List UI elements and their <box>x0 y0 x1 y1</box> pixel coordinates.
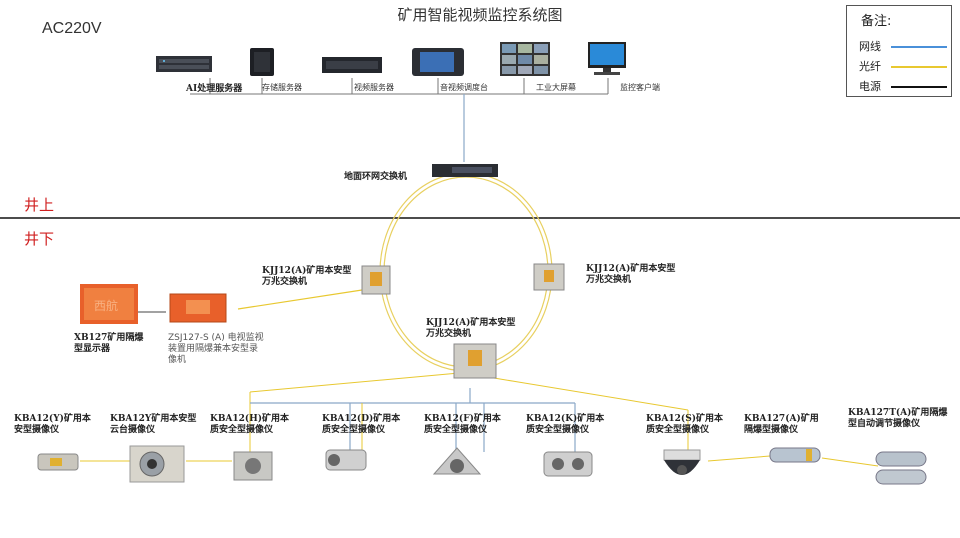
camera-label-f: KBA12(F)矿用本质安全型摄像仪 <box>424 414 501 435</box>
ring-switch-right-label: KJJ12(A)矿用本安型万兆交换机 <box>586 264 676 285</box>
camera-ptz-icon <box>128 444 186 484</box>
server-label-storage: 存储服务器 <box>262 83 302 92</box>
video-recorder-icon <box>166 290 230 328</box>
ring-switch-center-icon <box>452 342 498 382</box>
ring-switch-right-icon <box>532 262 566 292</box>
camera-y-icon <box>36 446 80 476</box>
camera-label-s: KBA12(S)矿用本质安全型摄像仪 <box>646 414 723 435</box>
display-watermark: 西航 <box>94 298 118 313</box>
camera-label-ptz: KBA12Y矿用本安型云台摄像仪 <box>110 414 197 435</box>
video-wall-icon <box>500 42 550 76</box>
ring-switch-left-icon <box>360 264 392 296</box>
nas-storage-icon <box>246 46 278 78</box>
legend-network-swatch <box>891 46 947 48</box>
server-label-ai: AI处理服务器 <box>186 84 243 94</box>
camera-label-y: KBA12(Y)矿用本安型摄像仪 <box>14 414 91 435</box>
diagram-title: 矿用智能视频监控系统图 <box>397 6 563 24</box>
ring-switch-center-label: KJJ12(A)矿用本安型万兆交换机 <box>426 318 516 339</box>
legend-power-swatch <box>891 86 947 88</box>
video-server-icon <box>322 54 382 76</box>
legend-fiber-swatch <box>891 66 947 68</box>
ring-switch-left-label: KJJ12(A)矿用本安型万兆交换机 <box>262 266 352 287</box>
dispatch-console-icon <box>410 46 466 78</box>
recorder-label: ZSJ127-S (A) 电视监视装置用隔爆兼本安型录像机 <box>168 333 264 365</box>
camera-label-flameproof: KBA127(A)矿用隔爆型摄像仪 <box>744 414 819 435</box>
server-label-video: 视频服务器 <box>354 83 394 92</box>
rack-server-icon <box>156 54 212 74</box>
legend-heading: 备注: <box>861 14 892 29</box>
explosion-proof-display-icon: 西航 <box>80 284 138 328</box>
camera-label-auto-adjust: KBA127T(A)矿用隔爆型自动调节摄像仪 <box>848 408 948 429</box>
legend-power-label: 电源 <box>859 80 881 93</box>
camera-auto-adjust-icon <box>872 448 932 488</box>
camera-h-icon <box>228 446 278 486</box>
ground-switch-label: 地面环网交换机 <box>344 172 408 182</box>
server-label-dispatch: 音视频调度台 <box>440 83 488 92</box>
zone-above-label: 井上 <box>24 196 55 214</box>
zone-below-label: 井下 <box>24 230 55 248</box>
camera-s-dome-icon <box>658 446 706 488</box>
client-pc-icon <box>584 42 630 78</box>
camera-label-h: KBA12(H)矿用本质安全型摄像仪 <box>210 414 289 435</box>
legend: 备注: 网线 光纤 电源 <box>846 5 952 97</box>
server-label-client: 监控客户端 <box>620 83 660 92</box>
camera-label-d: KBA12(D)矿用本质安全型摄像仪 <box>322 414 401 435</box>
legend-network-label: 网线 <box>859 40 881 53</box>
camera-f-icon <box>430 444 484 482</box>
camera-flameproof-icon <box>766 440 824 470</box>
legend-fiber-label: 光纤 <box>859 60 881 73</box>
power-label: AC220V <box>42 20 102 37</box>
camera-label-k: KBA12(K)矿用本质安全型摄像仪 <box>526 414 605 435</box>
server-label-videowall: 工业大屏幕 <box>536 83 576 92</box>
camera-d-icon <box>322 444 370 478</box>
ground-switch-icon <box>432 160 498 180</box>
fiber-line <box>237 289 363 310</box>
camera-k-icon <box>540 446 596 482</box>
display-label: XB127矿用隔爆型显示器 <box>74 333 144 354</box>
